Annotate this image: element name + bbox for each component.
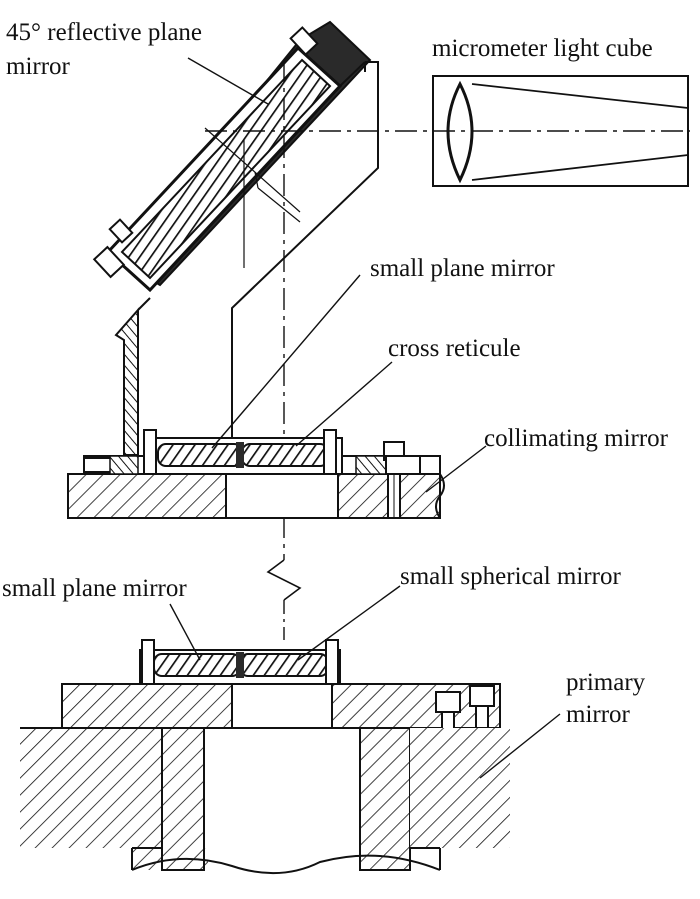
primary-plate-left: [61, 683, 233, 729]
collimating-base-left: [67, 473, 227, 519]
leader-lines: [169, 57, 561, 779]
collimating-mirror-assembly: [67, 429, 445, 519]
label-small-spherical-mirror: small spherical mirror: [400, 563, 621, 590]
axis-break-symbol: [266, 559, 302, 601]
label-primary-mirror-line1: primary: [566, 669, 646, 696]
primary-mirror-assembly: [20, 639, 510, 875]
primary-right-screw-2: [469, 685, 495, 707]
cross-reticule-glass: [241, 443, 329, 467]
label-cross-reticule: cross reticule: [388, 335, 521, 362]
small-plane-mirror-bottom: [153, 653, 241, 677]
reflective-plane-mirror: [120, 58, 332, 280]
shaft-break-line: [131, 854, 441, 875]
small-plane-mirror-top: [157, 443, 243, 467]
label-reflective-mirror-line2: mirror: [6, 53, 71, 80]
primary-mount-right: [410, 728, 510, 848]
label-small-plane-mirror-bottom: small plane mirror: [2, 575, 187, 602]
left-bracket: [114, 307, 139, 456]
collimating-base-center: [225, 473, 339, 519]
label-reflective-mirror-line1: 45° reflective plane: [6, 19, 202, 46]
mirror-housing: [231, 61, 379, 448]
mirror-screw-bottom: [92, 245, 126, 279]
mirror-screw-top: [289, 26, 319, 56]
label-collimating-mirror: collimating mirror: [484, 425, 669, 452]
primary-right-screw-1: [435, 691, 461, 713]
lens: [446, 80, 474, 184]
label-primary-mirror-line2: mirror: [566, 701, 631, 728]
small-spherical-mirror-glass: [239, 653, 329, 677]
label-small-plane-mirror-top: small plane mirror: [370, 255, 555, 282]
primary-plate-center: [231, 683, 333, 729]
label-light-cube: micrometer light cube: [432, 35, 653, 62]
reflective-mirror-assembly: [92, 20, 379, 456]
